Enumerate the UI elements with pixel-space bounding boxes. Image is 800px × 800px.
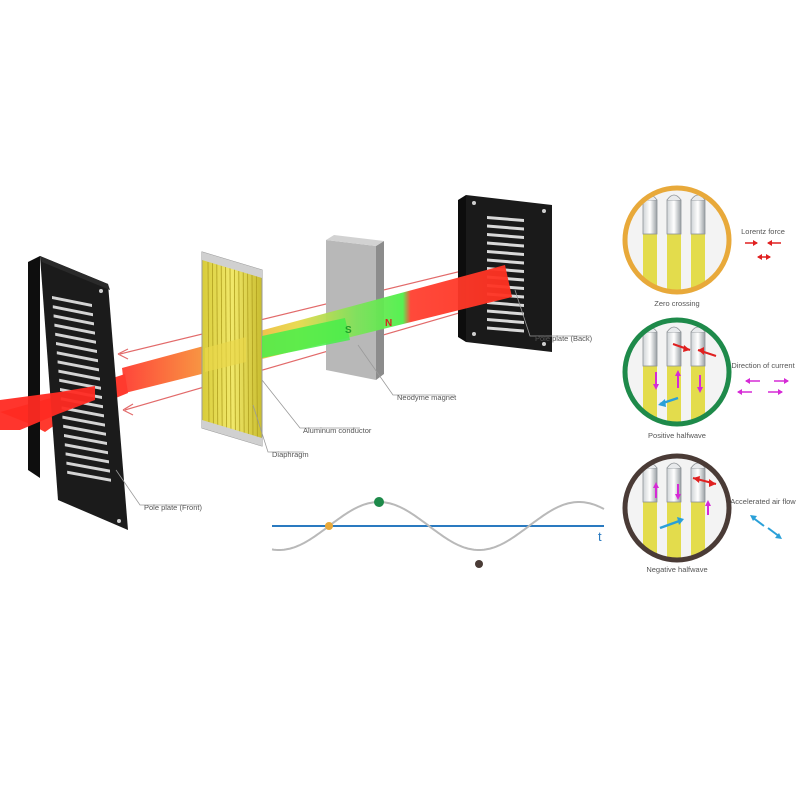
plate-slot <box>487 318 524 324</box>
plate-slot <box>487 250 524 256</box>
plate-slot <box>53 314 94 326</box>
legend-lorentz-force-label: Lorentz force <box>741 227 785 236</box>
plate-slot <box>62 415 105 427</box>
air-flow-icon <box>750 515 782 539</box>
pole-north-label: N <box>385 318 392 329</box>
plate-slot <box>57 360 99 372</box>
plate-slot <box>63 424 106 436</box>
plate-slot <box>58 369 100 381</box>
pole-south-label: S <box>345 325 352 336</box>
plate-slot <box>487 258 524 265</box>
caption-positive-halfwave: Positive halfwave <box>648 431 706 440</box>
caption-negative-halfwave: Negative halfwave <box>646 565 707 574</box>
label-pole-plate-back: Pole plate (Back) <box>535 334 593 343</box>
callouts <box>115 289 590 506</box>
lorentz-force-icon <box>745 240 781 260</box>
label-pole-plate-front: Pole plate (Front) <box>144 503 202 512</box>
plate-slot <box>64 443 108 455</box>
plate-slot <box>487 241 524 248</box>
plate-slot <box>487 309 524 316</box>
plate-slot <box>487 326 524 333</box>
air-output-arrow <box>0 386 95 430</box>
detail-arrows <box>653 343 717 530</box>
plate-slot <box>67 470 111 482</box>
field-beam-diaphragm <box>205 337 246 372</box>
plate-slot <box>52 296 92 307</box>
label-neodyme-magnet: Neodyme magnet <box>397 393 457 402</box>
label-aluminum-conductor: Aluminum conductor <box>303 426 372 435</box>
marker-negative-peak <box>475 560 483 568</box>
time-axis-label: t <box>598 529 602 544</box>
pole-plate-back <box>458 195 552 352</box>
plate-slot <box>487 301 524 307</box>
legend: Lorentz force Direction of current Accel… <box>730 227 796 539</box>
caption-zero-crossing: Zero crossing <box>654 299 699 308</box>
field-sheet-green <box>262 318 350 358</box>
ribbon-folds-zero <box>642 194 706 292</box>
plate-slot <box>55 332 96 344</box>
plate-slot <box>487 216 524 222</box>
waveform-graph: t <box>271 497 605 568</box>
plate-slot <box>56 342 97 353</box>
marker-positive-peak <box>374 497 384 507</box>
plate-slot <box>61 406 104 418</box>
plate-slot <box>64 434 107 445</box>
plate-slot <box>487 233 524 239</box>
plate-slot <box>56 351 98 363</box>
plate-slot <box>65 452 109 464</box>
current-direction-icon <box>737 378 789 395</box>
legend-direction-of-current-label: Direction of current <box>731 361 795 370</box>
plate-slot <box>54 323 95 335</box>
label-diaphragm: Diaphragm <box>272 450 309 459</box>
detail-positive-halfwave <box>622 317 732 427</box>
detail-negative-halfwave <box>622 453 732 563</box>
marker-zero-crossing <box>325 522 333 530</box>
detail-zero-crossing <box>622 185 732 295</box>
plate-slot <box>52 305 93 317</box>
plate-slot <box>487 224 524 231</box>
legend-accelerated-air-flow-label: Accelerated air flow <box>730 497 796 506</box>
plate-slot <box>66 461 110 473</box>
